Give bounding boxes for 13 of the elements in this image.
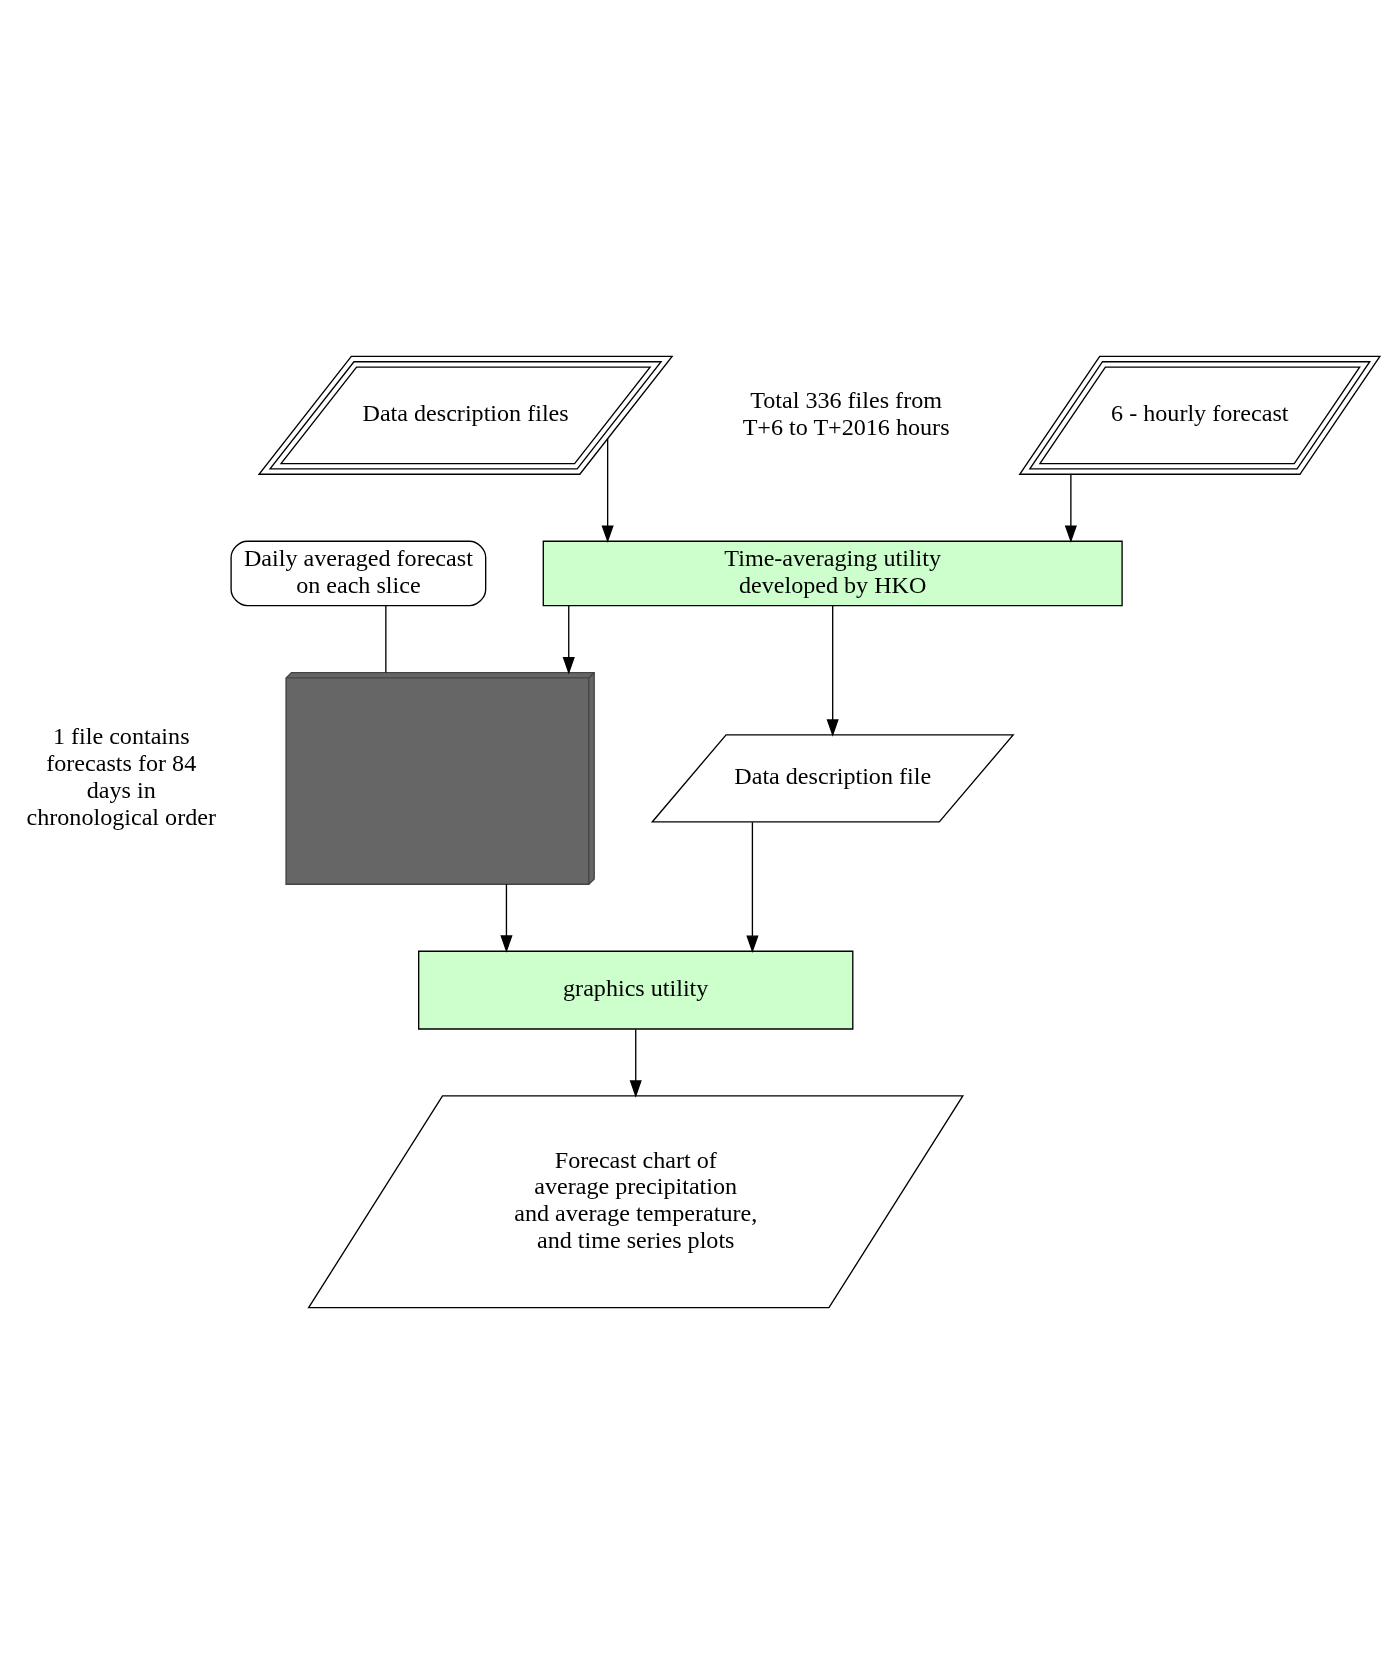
node-box: Time-averaging utility developed by HKO bbox=[542, 540, 1123, 606]
arrow bbox=[826, 604, 839, 737]
arrow bbox=[629, 1028, 642, 1098]
label: Total 336 files from T+6 to T+2016 hours bbox=[742, 386, 950, 440]
arrow bbox=[1064, 473, 1077, 543]
arrow bbox=[601, 437, 614, 543]
arrow bbox=[746, 821, 759, 953]
arrow bbox=[500, 883, 513, 953]
node-box: Daily averaged forecast on each slice bbox=[230, 540, 487, 606]
node-box: graphics utility bbox=[418, 950, 854, 1030]
label: 1 file contains forecasts for 84 days in chronological order bbox=[26, 722, 216, 829]
arrow bbox=[562, 604, 575, 674]
connector bbox=[385, 604, 387, 673]
